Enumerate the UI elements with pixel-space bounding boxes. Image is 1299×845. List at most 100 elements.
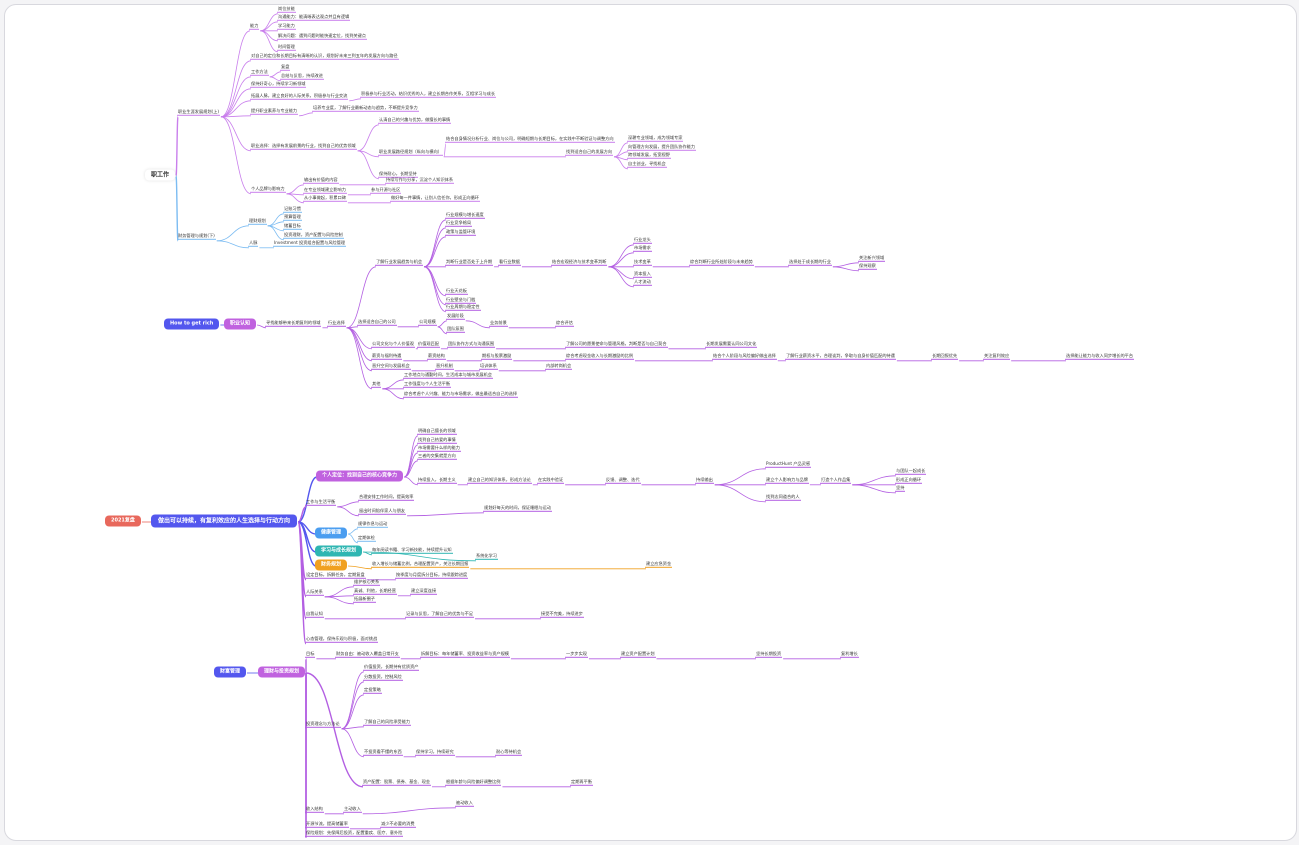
mind-map-node-m3c[interactable]: 公司文化与个人价值观 xyxy=(371,341,415,348)
mind-map-node-c9b[interactable]: 接受不完美，持续进步 xyxy=(540,611,584,618)
mind-map-node-m3d1[interactable]: 薪资结构 xyxy=(427,353,446,360)
mind-map-node-f4b[interactable]: 定期再平衡 xyxy=(570,779,593,786)
mind-map-node-b2[interactable]: 人脉 xyxy=(248,240,258,247)
mind-map-node-m3b3[interactable]: 团队氛围 xyxy=(446,326,465,333)
mind-map-node-m3a3[interactable]: 政策与监管环境 xyxy=(445,229,476,236)
mind-map-node-a[interactable]: 职业生涯发展规划(上) xyxy=(177,109,220,116)
mind-map-node-c9[interactable]: 自我认知 xyxy=(305,611,324,618)
mind-map-node-b[interactable]: 财务管理与规划(下) xyxy=(177,233,216,240)
mind-map-node-m3b2[interactable]: 发展阶段 xyxy=(446,313,465,320)
mind-map-node-f5b[interactable]: 被动收入 xyxy=(455,800,474,807)
mind-map-node-c3b[interactable]: 留出时间陪伴家人与朋友 xyxy=(358,508,406,515)
mind-map-node-a7b2a[interactable]: 深耕专业领域，成为领域专家 xyxy=(627,135,683,142)
mind-map-node-m3[interactable]: 行业选择 xyxy=(327,320,346,327)
mind-map-node-c10[interactable]: 心态管理，保持乐观与积极，面对挑战 xyxy=(305,636,378,643)
mind-map-node-a7b2c[interactable]: 跨领域发展，拓宽视野 xyxy=(627,152,671,159)
mind-map-node-a7b2d[interactable]: 自主创业，寻找机会 xyxy=(627,161,667,168)
mind-map-node-f2a[interactable]: 财务自由：被动收入覆盖日常开支 xyxy=(335,651,400,658)
mind-map-topic-c4[interactable]: 健康管理 xyxy=(315,528,347,539)
mind-map-node-f6[interactable]: 开源节流，提高储蓄率 xyxy=(305,821,349,828)
mind-map-node-c8a[interactable]: 维护核心关系 xyxy=(353,579,380,586)
mind-map-node-m3c4[interactable]: 长期发展需要认同公司文化 xyxy=(705,341,757,348)
mind-map-node-m3a5[interactable]: 行业天花板 xyxy=(445,288,468,295)
mind-map-node-m3b4[interactable]: 业务前景 xyxy=(489,320,508,327)
mind-map-node-a8a1[interactable]: 持续写作与分享，沉淀个人知识体系 xyxy=(385,177,454,184)
mind-map-node-m3d7[interactable]: 关注复利效应 xyxy=(983,353,1010,360)
mind-map-node-m3d5[interactable]: 了解行业薪资水平，合理谈判，争取与自身价值匹配的待遇 xyxy=(785,353,896,360)
mind-map-node-m3c3[interactable]: 了解公司的愿景使命与管理风格，判断是否与自己契合 xyxy=(565,341,668,348)
mind-map-node-m3f[interactable]: 其他 xyxy=(371,381,381,388)
mind-map-node-m3f3[interactable]: 综合考虑个人兴趣、能力与市场需求，做出最适合自己的选择 xyxy=(403,391,518,398)
mind-map-node-m3a4c[interactable]: 行业龙头 xyxy=(633,237,652,244)
mind-map-node-c9a[interactable]: 记录与反思，了解自己的优势与不足 xyxy=(405,611,474,618)
mind-map-node-m3a4j[interactable]: 关注新兴领域 xyxy=(858,255,885,262)
mind-map-node-m3d8[interactable]: 选择能让能力与收入同步增长的平台 xyxy=(1065,353,1134,360)
mind-map-node-f3b[interactable]: 分散投资，控制风险 xyxy=(363,674,403,681)
mind-map-node-c5a[interactable]: 每年阅读书籍、学习新技能，持续提升认知 xyxy=(371,547,453,554)
mind-map-node-f3a[interactable]: 价值投资，长期持有优质资产 xyxy=(363,664,419,671)
mind-map-node-a8b1[interactable]: 参与开源与社区 xyxy=(370,187,401,194)
mind-map-node-m3c2[interactable]: 团队协作方式与沟通氛围 xyxy=(447,341,495,348)
mind-map-node-c2b[interactable]: 找到自己热爱的事情 xyxy=(417,437,457,444)
mind-map-node-f2c[interactable]: 一步步实现 xyxy=(565,651,588,658)
mind-map-node-m3a4h[interactable]: 综合判断行业所处阶段与未来趋势 xyxy=(689,259,754,266)
mind-map-node-m3a4f[interactable]: 资本投入 xyxy=(633,271,652,278)
mind-map-node-c2e7[interactable]: 找到志同道合的人 xyxy=(765,494,801,501)
mind-map-node-m3a4d[interactable]: 市场需求 xyxy=(633,245,652,252)
mind-map-node-m3a4k[interactable]: 保持观察 xyxy=(858,263,877,270)
mind-map-node-c2a[interactable]: 明确自己擅长的领域 xyxy=(417,428,457,435)
mind-map-node-c2e1[interactable]: 建立自己的知识体系，形成方法论 xyxy=(467,477,532,484)
mind-map-node-c2e3[interactable]: 反馈、调整、迭代 xyxy=(605,477,641,484)
mind-map-node-m3a1[interactable]: 行业规模与增长速度 xyxy=(445,212,485,219)
mind-map-node-c2e2[interactable]: 在实践中验证 xyxy=(537,477,564,484)
mind-map-node-c2e11[interactable]: 坚持 xyxy=(895,485,905,492)
mind-map-node-c2c[interactable]: 市场需要什么样的能力 xyxy=(417,445,461,452)
mind-map-node-a1e[interactable]: 时间管理 xyxy=(277,44,296,51)
mind-map-node-m3a4g[interactable]: 人才流动 xyxy=(633,279,652,286)
mind-map-node-f3g[interactable]: 耐心等待机会 xyxy=(495,749,522,756)
mind-map-node-f3c[interactable]: 定投策略 xyxy=(363,687,382,694)
mind-map-node-c7[interactable]: 设定目标，拆解任务，定期复盘 xyxy=(305,572,366,579)
mind-map-node-c3a[interactable]: 合理安排工作时间，提高效率 xyxy=(358,494,414,501)
mind-map-node-c2e8[interactable]: 打造个人作品集 xyxy=(820,477,851,484)
mind-map-node-a3b[interactable]: 总结与反思，持续改进 xyxy=(280,73,324,80)
mind-map-node-c7a[interactable]: 按季度与月度拆分目标，持续跟踪进度 xyxy=(395,572,468,579)
mind-map-node-a7[interactable]: 职业选择：选择有发展前景的行业，找到自己的优势领域 xyxy=(250,143,357,150)
mind-map-node-c4a[interactable]: 规律作息与运动 xyxy=(357,521,388,528)
mind-map-node-a7b[interactable]: 职业发展路径规划（纵向与横向） xyxy=(378,149,443,156)
mind-map-node-m3d6[interactable]: 长期回报优先 xyxy=(931,353,958,360)
mind-map-node-a8[interactable]: 个人品牌与影响力 xyxy=(250,186,286,193)
mind-map-node-a6a[interactable]: 培养专业度，了解行业最新动态与趋势，不断提升竞争力 xyxy=(312,105,419,112)
mind-map-topic-c6[interactable]: 财务规划 xyxy=(315,560,347,571)
mind-map-node-b2a[interactable]: Investment 投资组合配置与风险管理 xyxy=(273,240,346,247)
mind-map-node-a5[interactable]: 拓展人脉，建立良好的人际关系，积极参与行业交流 xyxy=(250,93,348,100)
mind-map-node-a6[interactable]: 提升职业素养与专业能力 xyxy=(250,108,298,115)
mind-map-node-m3d3[interactable]: 综合考虑现金收入与长期激励的比例 xyxy=(565,353,634,360)
mind-map-node-a7b2b[interactable]: 向管理方向发展，提升团队协作能力 xyxy=(627,144,696,151)
mind-map-node-c8[interactable]: 人际关系 xyxy=(305,589,324,596)
mind-map-node-b1c[interactable]: 储蓄目标 xyxy=(283,223,302,230)
mind-map-node-m3a6[interactable]: 行业壁垒与门槛 xyxy=(445,297,476,304)
mind-map-node-b1b[interactable]: 预算管理 xyxy=(283,214,302,221)
mind-map-node-f3[interactable]: 投资理念与方法论 xyxy=(305,721,341,728)
mind-map-node-a8b[interactable]: 在专业领域建立影响力 xyxy=(303,187,347,194)
mind-map-node-f7[interactable]: 保险规划：先保障后投资，配置重疾、医疗、意外险 xyxy=(305,830,403,837)
mind-map-node-m3d[interactable]: 薪资与福利待遇 xyxy=(371,353,402,360)
mind-map-node-c8c[interactable]: 拓展新圈子 xyxy=(353,596,376,603)
mind-map-node-m3a4e[interactable]: 技术变革 xyxy=(633,259,652,266)
mind-map-node-c6b[interactable]: 建立应急资金 xyxy=(645,561,672,568)
mind-map-node-f2e[interactable]: 坚持长期投资 xyxy=(755,651,782,658)
mind-map-node-m3d2[interactable]: 期权与股票激励 xyxy=(481,353,512,360)
mind-map-node-a1[interactable]: 能力 xyxy=(249,23,259,30)
mind-map-node-f4a[interactable]: 根据年龄与风险偏好调整比例 xyxy=(445,779,501,786)
mind-map-node-c2e9[interactable]: 与团队一起成长 xyxy=(895,468,926,475)
mind-map-node-c8d[interactable]: 建立深度连接 xyxy=(410,588,437,595)
mind-map-node-a4[interactable]: 保持好奇心，持续学习新领域 xyxy=(250,81,306,88)
mind-map-topic-m0[interactable]: How to get rich xyxy=(164,319,219,330)
mind-map-node-a2[interactable]: 对自己的定位和长期目标有清晰的认识，规划好未来三到五年的发展方向与路径 xyxy=(250,53,399,60)
mind-map-node-a1a[interactable]: 岗位技能 xyxy=(277,6,296,13)
mind-map-node-f3e[interactable]: 不投资看不懂的东西 xyxy=(363,749,403,756)
mind-map-topic-f0[interactable]: 财富管理 xyxy=(214,667,246,678)
mind-map-node-a7b1[interactable]: 结合自身情况分析行业、岗位与公司，明确短期与长期目标，在实践中不断验证与调整方向 xyxy=(445,136,615,143)
mind-map-node-a3a[interactable]: 复盘 xyxy=(280,64,290,71)
